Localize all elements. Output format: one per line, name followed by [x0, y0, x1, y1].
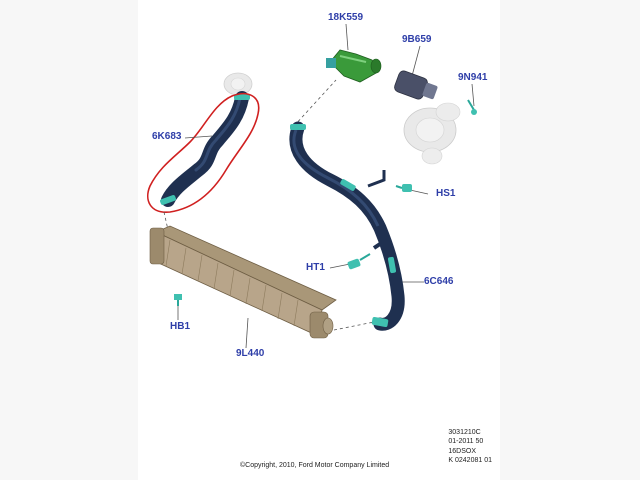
label-6k683: 6K683 [152, 131, 182, 142]
clamp-icon [340, 179, 356, 191]
outlet-pipe-18k559 [326, 49, 382, 83]
clamp-icon [371, 316, 389, 328]
highlight-outline [146, 92, 260, 213]
clamp-icon [326, 58, 336, 68]
copyright-notice: ©Copyright, 2010, Ford Motor Company Lim… [240, 462, 390, 469]
clamp-icon [387, 256, 397, 274]
label-ht1: HT1 [306, 262, 325, 273]
diagram-reference-block: 3031210C 01-2011 50 16DSOX K 0242081 01 [448, 428, 492, 466]
reference-line: K 0242081 01 [448, 457, 492, 465]
bolt-hb1 [174, 294, 182, 306]
turbo-ghost-left [223, 72, 253, 96]
sensor-hs1 [395, 184, 412, 192]
label-hs1: HS1 [436, 188, 456, 199]
leader-lines [163, 23, 475, 349]
label-hb1: HB1 [170, 321, 191, 332]
reference-line: 16DSOX [448, 447, 477, 455]
label-9l440: 9L440 [236, 348, 265, 359]
turbo-ghost-right [403, 102, 461, 165]
label-18k559: 18K559 [328, 12, 364, 23]
label-9b659: 9B659 [402, 34, 432, 45]
reference-line: 3031210C [448, 429, 481, 436]
clamp-icon [160, 195, 176, 205]
reference-line: 01-2011 50 [448, 438, 484, 446]
intercooler-9l440 [149, 225, 337, 339]
connector-9b659 [394, 70, 438, 100]
hose-6c646 [289, 121, 405, 331]
sensor-ht1 [347, 253, 371, 270]
label-6c646: 6C646 [424, 276, 454, 287]
clamp-icon [290, 124, 306, 130]
label-9n941: 9N941 [458, 72, 488, 83]
clamp-icon [234, 94, 250, 100]
hose-6k683 [160, 91, 250, 207]
screw-9n941 [467, 99, 477, 115]
